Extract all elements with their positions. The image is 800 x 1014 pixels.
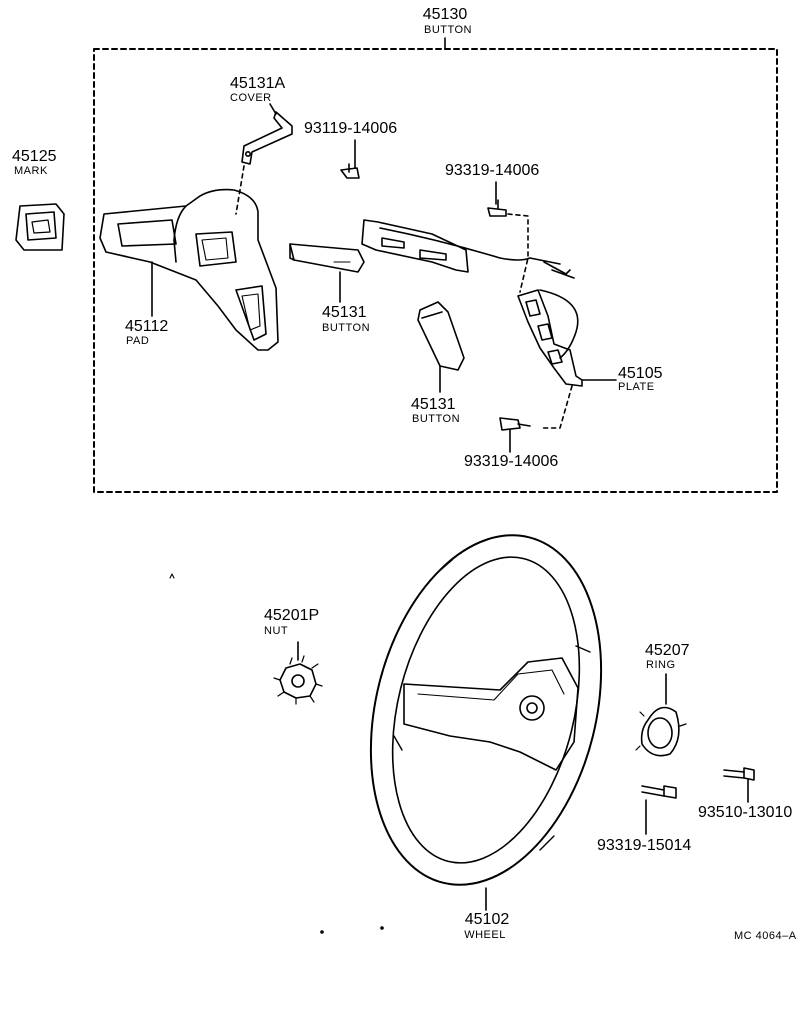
screw-top-number: 93119-14006 bbox=[304, 120, 398, 137]
button-lower-name: BUTTON bbox=[412, 413, 461, 425]
button-lower-number: 45131 bbox=[411, 396, 456, 413]
nut-part bbox=[273, 655, 323, 705]
cover-number: 45131A bbox=[230, 75, 286, 92]
bolt-right-number: 93510-13010 bbox=[698, 804, 793, 821]
button-group-name: BUTTON bbox=[423, 24, 473, 36]
ring-part bbox=[635, 706, 687, 757]
wheel-name: WHEEL bbox=[464, 929, 506, 941]
mark-number: 45125 bbox=[12, 148, 57, 165]
screw-mid-number: 93319-14006 bbox=[445, 162, 540, 179]
button-lower-part bbox=[417, 301, 465, 371]
screw-top-part bbox=[340, 163, 360, 179]
cover-dash bbox=[235, 165, 245, 215]
cover-leader bbox=[269, 103, 277, 115]
pad-number: 45112 bbox=[125, 318, 169, 335]
button-upper-part bbox=[289, 243, 365, 273]
mark-emblem bbox=[15, 203, 65, 251]
ring-name: RING bbox=[646, 659, 676, 671]
plate-name: PLATE bbox=[618, 381, 655, 393]
mark-name: MARK bbox=[14, 165, 48, 177]
pad-name: PAD bbox=[126, 335, 150, 347]
bolt-ring-number: 93319-15014 bbox=[597, 837, 692, 854]
button-upper-name: BUTTON bbox=[322, 322, 371, 334]
steering-wheel-part bbox=[369, 534, 603, 886]
screw-low-number: 93319-14006 bbox=[464, 453, 559, 470]
wheel-number: 45102 bbox=[464, 911, 510, 928]
screw-low-part bbox=[499, 417, 531, 431]
switch-plate-part bbox=[361, 219, 575, 279]
button-group-number: 45130 bbox=[422, 6, 468, 23]
plate-part bbox=[517, 289, 583, 387]
cover-name: COVER bbox=[230, 92, 272, 104]
button-group-box bbox=[93, 48, 778, 493]
pad-part bbox=[99, 188, 279, 351]
plate-dash bbox=[539, 385, 573, 429]
document-code: MC 4064–A bbox=[734, 930, 797, 942]
ring-number: 45207 bbox=[645, 642, 690, 659]
cover-part bbox=[241, 111, 293, 165]
screw-mid-part bbox=[487, 199, 507, 217]
screw-mid-dash bbox=[507, 213, 529, 293]
button-upper-number: 45131 bbox=[322, 304, 367, 321]
nut-number: 45201P bbox=[264, 607, 320, 624]
bolt-ring-part bbox=[641, 785, 677, 799]
bolt-right-part bbox=[723, 767, 755, 781]
plate-number: 45105 bbox=[618, 365, 663, 382]
nut-name: NUT bbox=[264, 625, 289, 637]
